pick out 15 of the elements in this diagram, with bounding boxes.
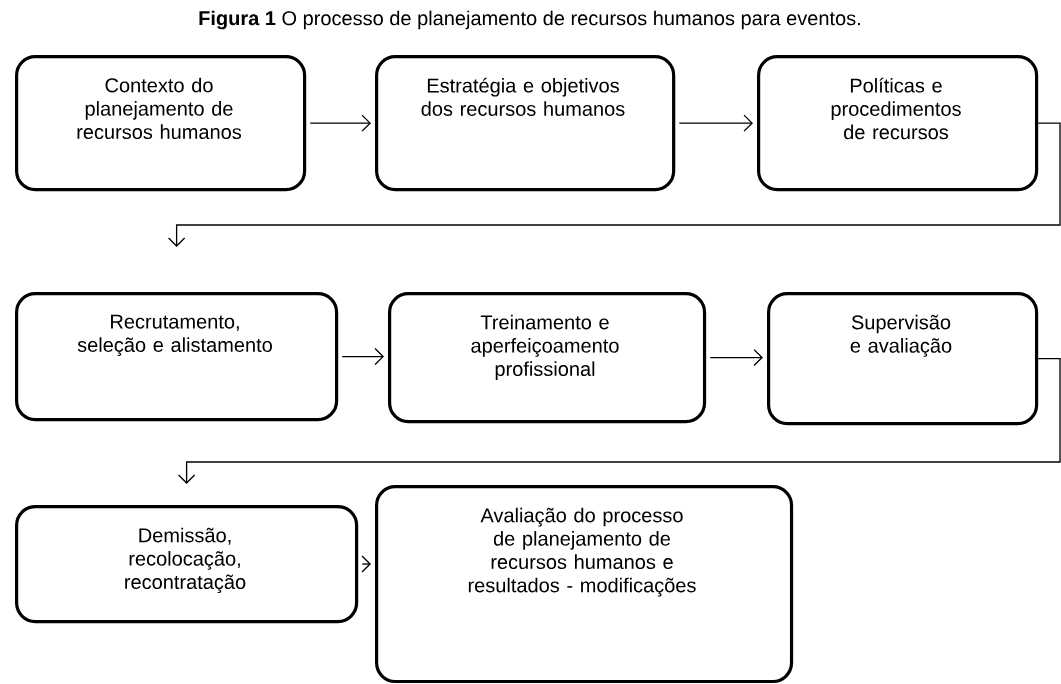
arrow [167,122,1061,247]
process-box: Demissão, recolocação, recontratação [15,505,359,624]
arrow [341,347,384,366]
arrow [177,357,1061,484]
process-box: Supervisão e avaliação [767,292,1039,426]
process-box: Políticas e procedimentos de recursos [757,55,1039,192]
arrow [709,348,763,367]
process-box: Contexto do planejamento de recursos humanos [15,55,307,192]
figure-caption: Figura 1 O processo de planejamento de recursos humanos para eventos. [199,10,860,30]
process-box: Estratégia e objetivos dos recursos humanos [375,55,676,192]
process-box: Recrutamento, seleção e alistamento [15,292,339,422]
process-box: Avaliação do processo de planejamento de recursos humanos e resultados - modificações [375,485,794,684]
process-box: Treinamento e aperfeiçoamento profissional [388,292,707,424]
arrow [678,114,753,132]
arrow [309,114,371,132]
